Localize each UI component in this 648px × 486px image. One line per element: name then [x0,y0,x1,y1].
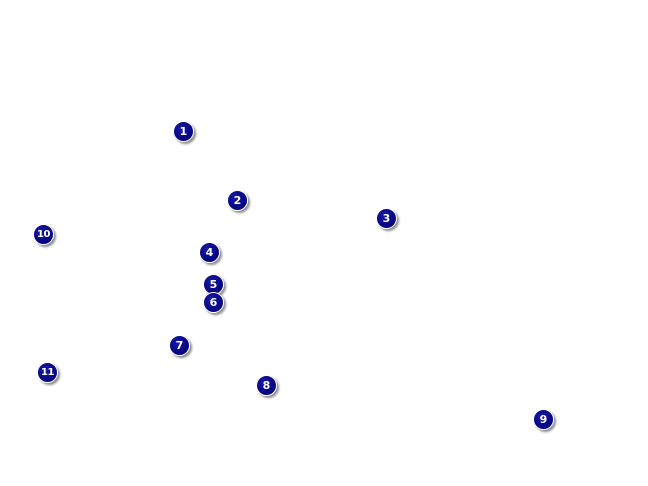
marker-9[interactable]: 9 [533,409,554,430]
marker-7[interactable]: 7 [169,335,190,356]
marker-2[interactable]: 2 [227,190,248,211]
marker-11[interactable]: 11 [37,362,58,383]
marker-10[interactable]: 10 [33,224,54,245]
marker-4[interactable]: 4 [199,242,220,263]
marker-8[interactable]: 8 [256,375,277,396]
marker-3[interactable]: 3 [376,208,397,229]
marker-6[interactable]: 6 [203,292,224,313]
marker-1[interactable]: 1 [173,121,194,142]
